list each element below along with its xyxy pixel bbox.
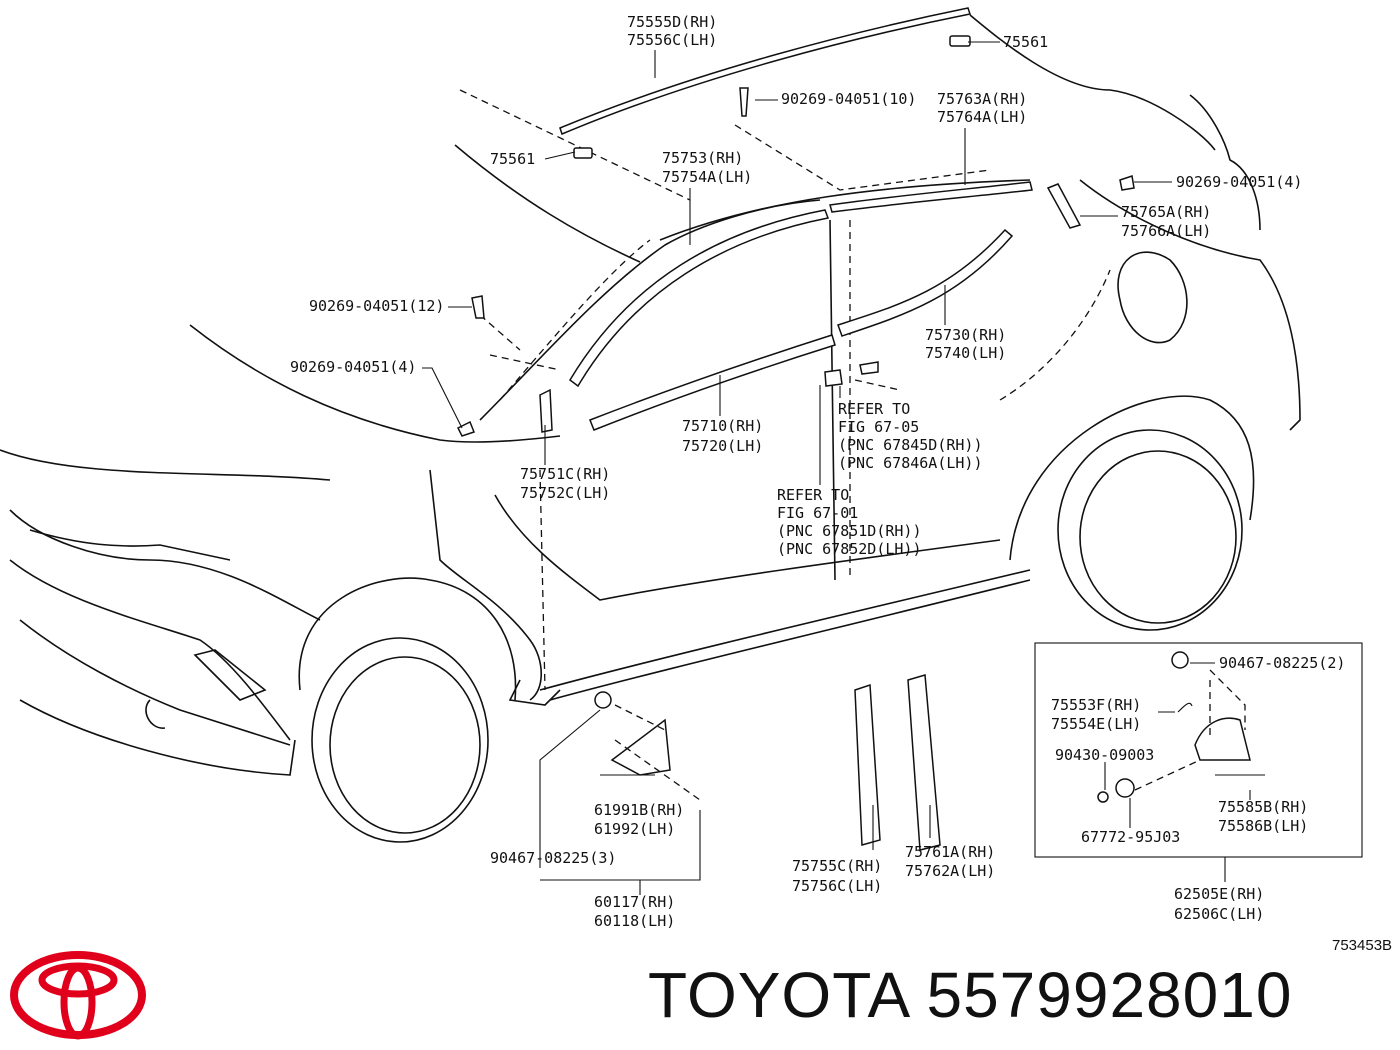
label-refer-67-05-line1: REFER TO <box>838 400 910 418</box>
label-62505e: 62505E(RH) <box>1174 885 1264 903</box>
inset-box <box>1034 642 1363 858</box>
label-75555d: 75555D(RH) <box>627 13 717 31</box>
label-refer-67-01-line1: REFER TO <box>777 486 849 504</box>
label-75730: 75730(RH) <box>925 326 1006 344</box>
label-75753: 75753(RH) <box>662 149 743 167</box>
rear-quarter-molding <box>1046 183 1082 229</box>
front-belt-molding <box>589 334 836 431</box>
label-75755c: 75755C(RH) <box>792 857 882 875</box>
label-75761a: 75761A(RH) <box>905 843 995 861</box>
roof-clip-front <box>573 147 593 159</box>
label-67772-95j03: 67772-95J03 <box>1081 828 1180 846</box>
label-90269-04051-10: 90269-04051(10) <box>781 90 916 108</box>
toyota-logo <box>10 951 146 1040</box>
label-75561-front: 75561 <box>490 150 535 168</box>
label-75554e: 75554E(LH) <box>1051 715 1141 733</box>
label-75752c: 75752C(LH) <box>520 484 610 502</box>
label-90269-04051-4-front: 90269-04051(4) <box>290 358 416 376</box>
center-pillar-garnish-front <box>854 683 881 846</box>
label-75754a: 75754A(LH) <box>662 168 752 186</box>
label-75766a: 75766A(LH) <box>1121 222 1211 240</box>
rear-door-frame-molding <box>829 181 1033 213</box>
fender-liner-piece <box>600 718 671 776</box>
figure-id: 753453B <box>1332 937 1392 954</box>
label-61991b: 61991B(RH) <box>594 801 684 819</box>
label-refer-67-05-line2: FIG 67-05 <box>838 418 919 436</box>
label-refer-67-05-line4: (PNC 67846A(LH)) <box>838 454 983 472</box>
label-90430-09003: 90430-09003 <box>1055 746 1154 764</box>
label-75585b: 75585B(RH) <box>1218 798 1308 816</box>
label-61992: 61992(LH) <box>594 820 675 838</box>
label-75764a: 75764A(LH) <box>937 108 1027 126</box>
label-refer-67-05-line3: (PNC 67845D(RH)) <box>838 436 983 454</box>
label-90269-04051-4-rear: 90269-04051(4) <box>1176 173 1302 191</box>
label-refer-67-01-line3: (PNC 67851D(RH)) <box>777 522 922 540</box>
clip-fasteners <box>456 87 1135 437</box>
rear-belt-molding <box>837 228 1014 337</box>
label-62506c: 62506C(LH) <box>1174 905 1264 923</box>
brand-part-number: TOYOTA 5579928010 <box>648 959 1293 1031</box>
label-75740: 75740(LH) <box>925 344 1006 362</box>
leader-lines <box>422 41 1251 895</box>
label-75710: 75710(RH) <box>682 417 763 435</box>
label-75720: 75720(LH) <box>682 437 763 455</box>
front-door-frame-molding <box>569 209 830 388</box>
label-75762a: 75762A(LH) <box>905 862 995 880</box>
rear-corner-piece <box>1194 717 1265 776</box>
label-90269-04051-12: 90269-04051(12) <box>309 297 444 315</box>
roof-clip-rear <box>949 35 971 47</box>
label-90467-08225-3: 90467-08225(3) <box>490 849 616 867</box>
label-75756c: 75756C(LH) <box>792 877 882 895</box>
label-75556c: 75556C(LH) <box>627 31 717 49</box>
label-75765a: 75765A(RH) <box>1121 203 1211 221</box>
label-75561-rear: 75561 <box>1003 33 1048 51</box>
center-pillar-garnish-rear <box>907 674 941 851</box>
part-labels: 75555D(RH) 75556C(LH) 75561 90269-04051(… <box>290 13 1392 954</box>
grommet-parts <box>594 651 1193 803</box>
label-60117: 60117(RH) <box>594 893 675 911</box>
label-75586b: 75586B(LH) <box>1218 817 1308 835</box>
label-75763a: 75763A(RH) <box>937 90 1027 108</box>
label-60118: 60118(LH) <box>594 912 675 930</box>
label-refer-67-01-line4: (PNC 67852D(LH)) <box>777 540 922 558</box>
car-body-outline <box>0 14 1301 843</box>
label-75751c: 75751C(RH) <box>520 465 610 483</box>
label-75553f: 75553F(RH) <box>1051 696 1141 714</box>
label-refer-67-01-line2: FIG 67-01 <box>777 504 858 522</box>
windshield-side-molding <box>539 388 553 433</box>
label-90467-08225-2: 90467-08225(2) <box>1219 654 1345 672</box>
roof-molding <box>559 7 971 136</box>
